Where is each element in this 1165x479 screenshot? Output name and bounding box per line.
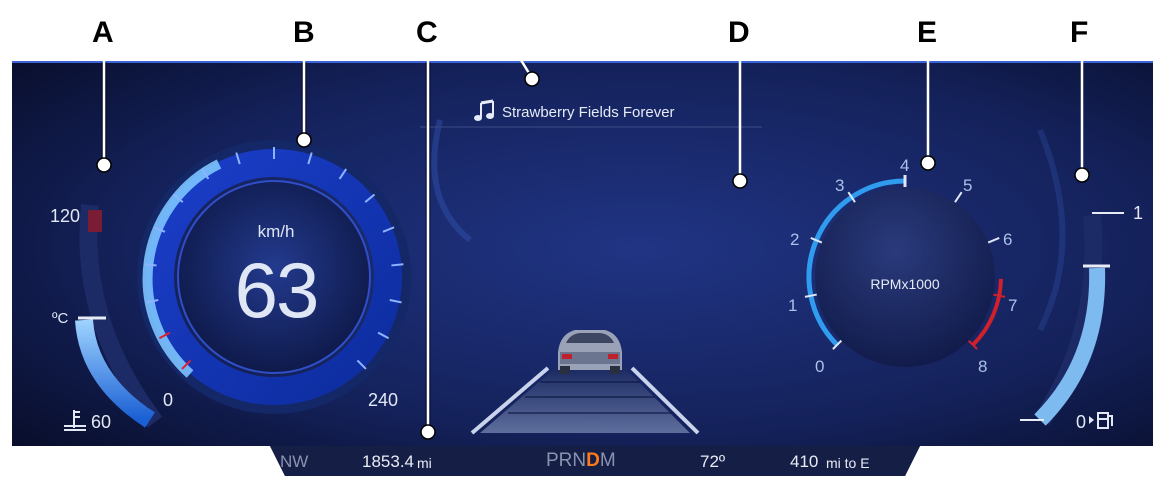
music-note-icon [474,99,494,121]
gear-active: D [586,450,600,471]
fuel-gauge-fill [1034,267,1106,426]
speed-value: 63 [234,246,320,334]
gear-selector: PRNDM [546,450,616,472]
speedometer-outer-ring [137,140,411,414]
odometer-value: 1853.4 [362,452,414,471]
road-surface [480,368,690,433]
status-bar-background [270,446,920,476]
rpm-tick-5: 5 [963,176,973,195]
speedometer [137,140,411,414]
tachometer-redline-arc [971,278,1003,347]
callout-dots [96,71,1090,440]
speedometer-progress-arc [142,159,222,378]
temp-min-label: 60 [91,412,112,432]
rpm-tick-8: 8 [978,357,988,376]
tachometer-tick [847,191,856,203]
tachometer-tick [954,191,963,203]
temperature-gauge [75,204,163,428]
vehicle-icon [558,330,622,374]
media-song-title: Strawberry Fields Forever [502,104,675,121]
speedometer-tick [391,263,404,267]
tachometer-tick [810,237,823,244]
driver-assist-road [470,366,700,435]
temp-max-label: 120 [50,206,81,226]
tachometer-tick [804,293,817,298]
rpm-tick-3: 3 [835,176,845,195]
speedometer-tick [356,359,367,370]
fuel-pump-icon [1089,412,1113,429]
callout-d: D [728,16,750,49]
callout-c: C [416,16,438,49]
speedometer-tick [377,331,390,340]
speedometer-face [177,180,371,374]
speed-min-label: 0 [163,390,174,410]
right-glow-arc [1037,128,1066,332]
road-edge-left [470,366,550,435]
callout-f: F [1070,16,1089,49]
outside-temperature: 72º [700,452,726,471]
gear-before: PRN [546,450,587,471]
speedometer-tick [389,299,402,304]
tachometer [804,175,1006,367]
speedometer-tick [146,299,159,304]
gear-after: M [599,450,616,471]
left-glow-arc [431,119,472,243]
fuel-empty-label: 0 [1076,412,1087,432]
range-unit: mi to E [826,455,870,471]
rpm-tick-2: 2 [790,230,800,249]
odometer-unit: mi [417,455,432,471]
callout-leaders [102,32,1084,430]
fuel-full-label: 1 [1133,203,1144,223]
tachometer-tick [967,339,978,350]
fuel-gauge [1020,212,1124,426]
speedometer-tick [153,226,166,233]
speedometer-tick [158,331,171,340]
speedometer-tick [364,193,376,203]
road-edge-right [630,366,700,435]
speedometer-tick [144,263,157,267]
speed-unit-label: km/h [257,222,295,241]
speedometer-tick [382,226,395,233]
range-value: 410 [790,452,819,471]
callout-leader-outlines [101,62,431,430]
rpm-tick-7: 7 [1008,296,1018,315]
temp-unit-label: ºC [52,310,69,327]
tachometer-tick [832,339,843,350]
callout-b: B [293,16,315,49]
callout-a: A [92,16,114,49]
rpm-tick-4: 4 [900,156,910,175]
tachometer-face [815,187,995,367]
speedometer-tick [172,193,184,203]
tachometer-tick [987,237,1000,244]
tachometer-tick [993,293,1006,298]
rpm-tick-1: 1 [788,296,798,315]
tachometer-ticks [804,175,1006,350]
speedometer-ring [146,149,402,405]
speedometer-tick [200,168,210,180]
rpm-tick-6: 6 [1003,230,1013,249]
callout-e: E [917,16,938,49]
rpm-unit-label: RPMx1000 [870,276,940,292]
compass-heading: NW [280,452,309,471]
temp-redzone-marker [88,210,102,232]
speedometer-ticks [144,147,404,370]
temp-gauge-fill [75,319,155,428]
speedometer-tick [181,359,192,370]
rpm-tick-0: 0 [815,357,825,376]
speedometer-tick [235,152,241,165]
speedometer-tick [338,168,348,180]
speed-max-label: 240 [368,390,399,410]
coolant-temperature-icon [64,410,86,431]
speedometer-tick [307,152,313,165]
